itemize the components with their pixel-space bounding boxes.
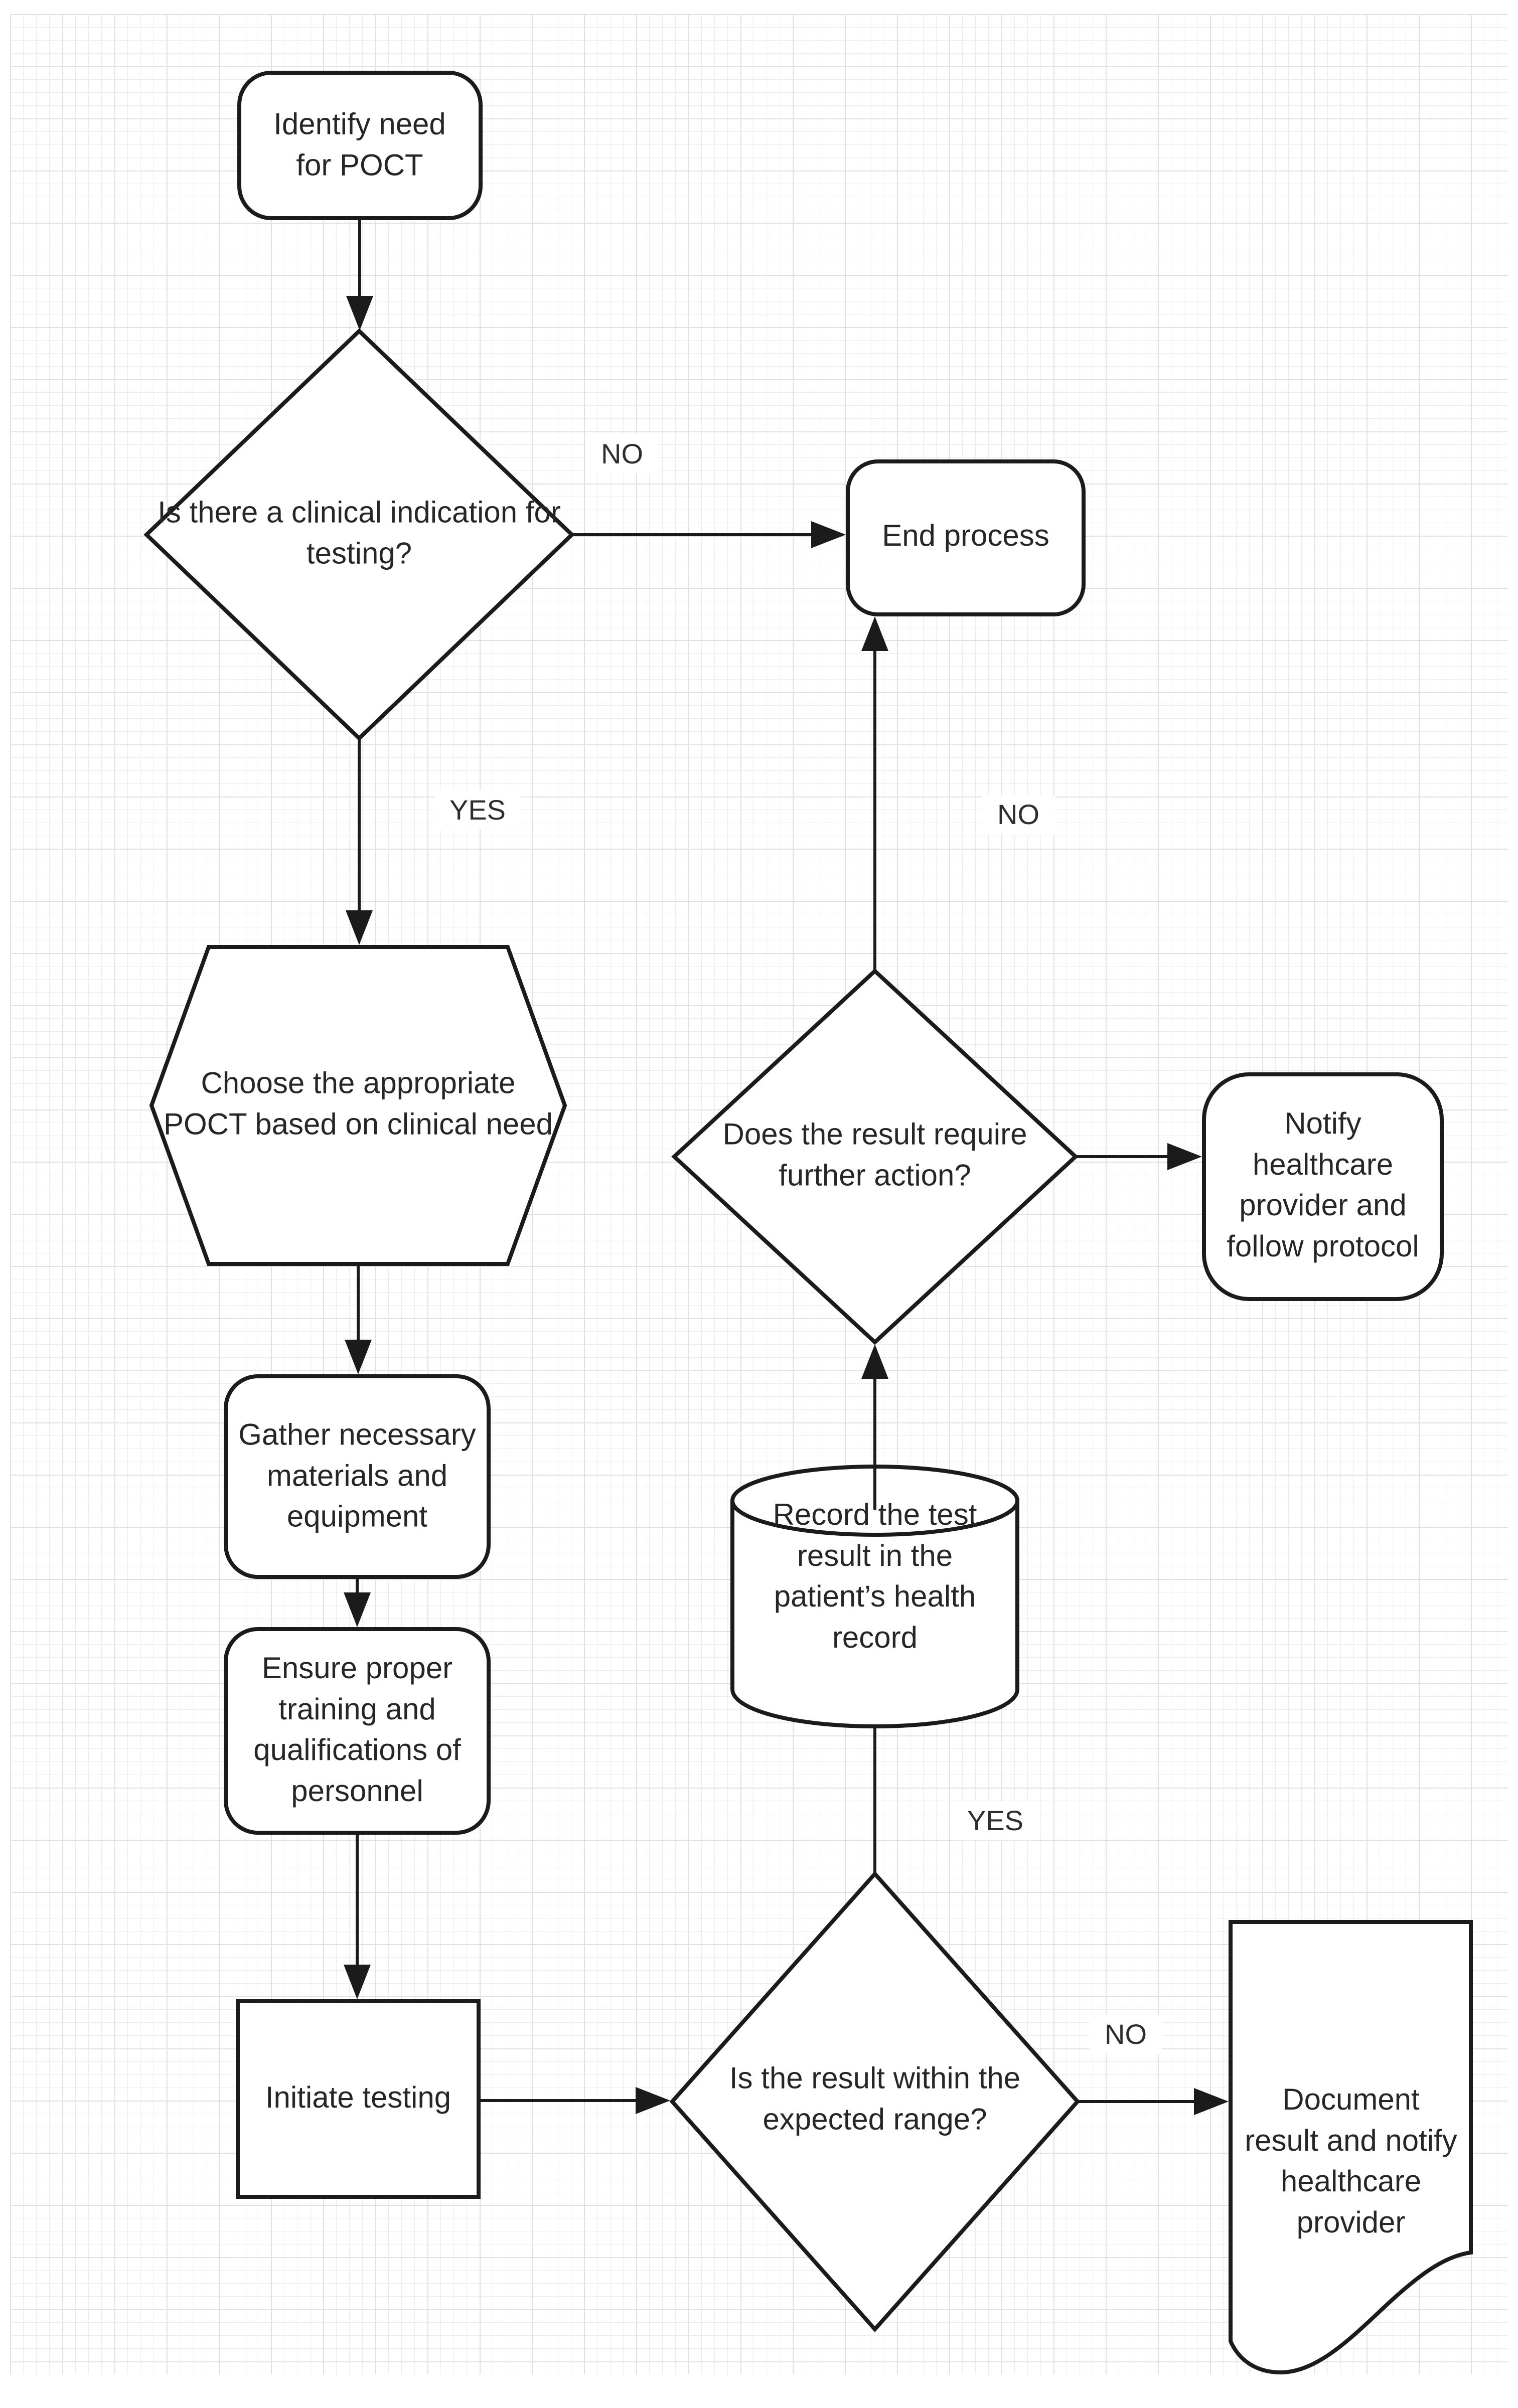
record-result-label: Record the test result in the patient’s … bbox=[773, 1497, 977, 1654]
edge-label-no-further-action: NO bbox=[982, 795, 1054, 834]
end-process-label: End process bbox=[882, 519, 1049, 553]
gather-materials-label: Gather necessary materials and equipment bbox=[238, 1417, 476, 1533]
ensure-training-label: Ensure proper training and qualification… bbox=[253, 1651, 461, 1808]
document-result-shape bbox=[1229, 1920, 1473, 2375]
choose-poct-hexagon-shape bbox=[149, 945, 567, 1266]
decision-expected-range-label: Is the result within the expected range? bbox=[729, 2061, 1021, 2136]
decision-further-action-label: Does the result require further action? bbox=[722, 1117, 1027, 1192]
document-result-label: Document result and notify healthcare pr… bbox=[1245, 2082, 1457, 2239]
initiate-testing-label: Initiate testing bbox=[265, 2080, 451, 2115]
decision-expected-range-shape bbox=[669, 1870, 1081, 2333]
notify-provider-node-shape bbox=[1202, 1072, 1444, 1301]
choose-poct-label: Choose the appropriate POCT based on cli… bbox=[163, 1066, 553, 1141]
decision-further-action-shape bbox=[671, 968, 1079, 1345]
edge-label-yes-clinical: YES bbox=[434, 790, 521, 830]
edge-label-no-range: NO bbox=[1090, 2015, 1162, 2054]
notify-provider-label: Notify healthcare provider and follow pr… bbox=[1227, 1106, 1419, 1263]
end-process-node-shape bbox=[846, 459, 1086, 616]
decision-clinical-indication-label: Is there a clinical indication for testi… bbox=[158, 495, 561, 570]
edge-label-no-clinical: NO bbox=[586, 434, 658, 473]
initiate-testing-node-shape bbox=[236, 1999, 481, 2199]
edge-label-yes-range: YES bbox=[952, 1801, 1039, 1840]
start-node-label: Identify need for POCT bbox=[273, 107, 446, 182]
